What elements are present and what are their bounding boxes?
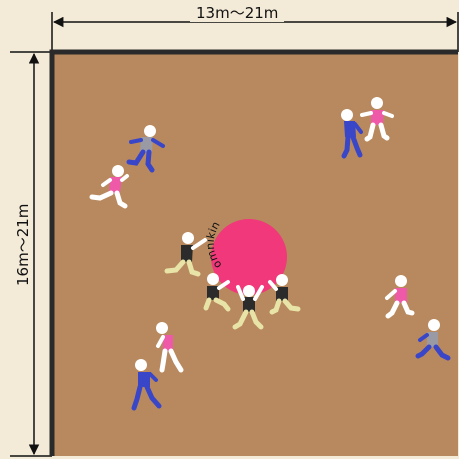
court-width-label: 13m〜21m <box>190 4 284 22</box>
court-length-label: 16m〜21m <box>14 198 32 292</box>
